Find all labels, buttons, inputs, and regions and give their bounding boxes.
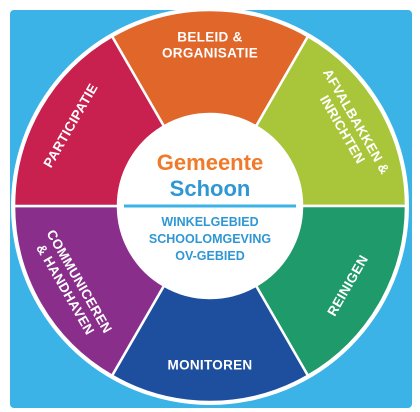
area-label-schoolomgeving: SCHOOLOMGEVING <box>149 232 271 246</box>
segment-label-monitoren: MONITOREN <box>168 358 253 373</box>
area-label-winkelgebied: WINKELGEBIED <box>161 215 258 229</box>
segment-label-line: BELEID & <box>177 30 242 45</box>
segment-label-beleid-organisatie: BELEID &ORGANISATIE <box>162 30 258 61</box>
segment-label-line: MONITOREN <box>168 358 253 373</box>
title-line-1: Gemeente <box>157 150 263 175</box>
center-circle-group: Gemeente Schoon WINKELGEBIED SCHOOLOMGEV… <box>117 113 303 299</box>
segment-label-line: ORGANISATIE <box>162 46 258 61</box>
area-label-ov-gebied: OV-GEBIED <box>175 249 244 263</box>
title-line-2: Schoon <box>170 176 251 201</box>
